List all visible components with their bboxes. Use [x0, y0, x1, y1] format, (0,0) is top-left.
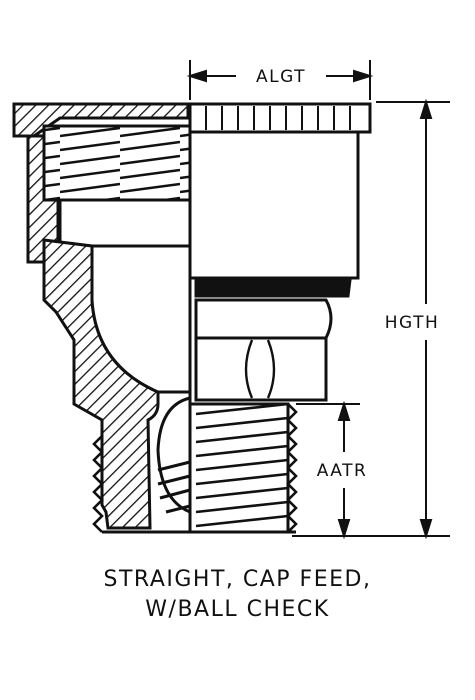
knurl-lines	[205, 106, 351, 130]
caption-line-2: W/BALL CHECK	[145, 597, 330, 622]
cap-inner-ring	[58, 198, 192, 248]
gasket-band	[194, 278, 352, 298]
passage-thread	[157, 460, 191, 514]
caption-line-1: STRAIGHT, CAP FEED,	[103, 567, 372, 592]
knurled-cap-rim	[188, 102, 372, 134]
cap-internal-thread	[42, 124, 192, 202]
algt-arrow-left	[186, 69, 207, 83]
exterior-view	[188, 102, 372, 534]
dimension-label-hgth: HGTH	[385, 313, 440, 333]
dimension-lines	[186, 60, 450, 540]
hgth-arrow-bottom	[419, 519, 433, 540]
outer-thread-left	[92, 435, 104, 533]
algt-arrow-right	[353, 69, 374, 83]
hex-nut	[194, 336, 328, 402]
dimension-label-algt: ALGT	[256, 67, 306, 87]
section-view	[12, 102, 192, 533]
shank-threads	[195, 402, 298, 533]
aatr-arrow-bottom	[337, 519, 351, 540]
cap-flange-section	[12, 102, 190, 138]
body-dome	[194, 298, 333, 340]
hex-facets	[244, 339, 276, 399]
hgth-arrow-top	[419, 98, 433, 119]
body-bowl	[90, 250, 190, 394]
aatr-arrow-top	[337, 400, 351, 421]
cap-body	[188, 130, 360, 280]
dimension-label-aatr: AATR	[317, 461, 368, 481]
